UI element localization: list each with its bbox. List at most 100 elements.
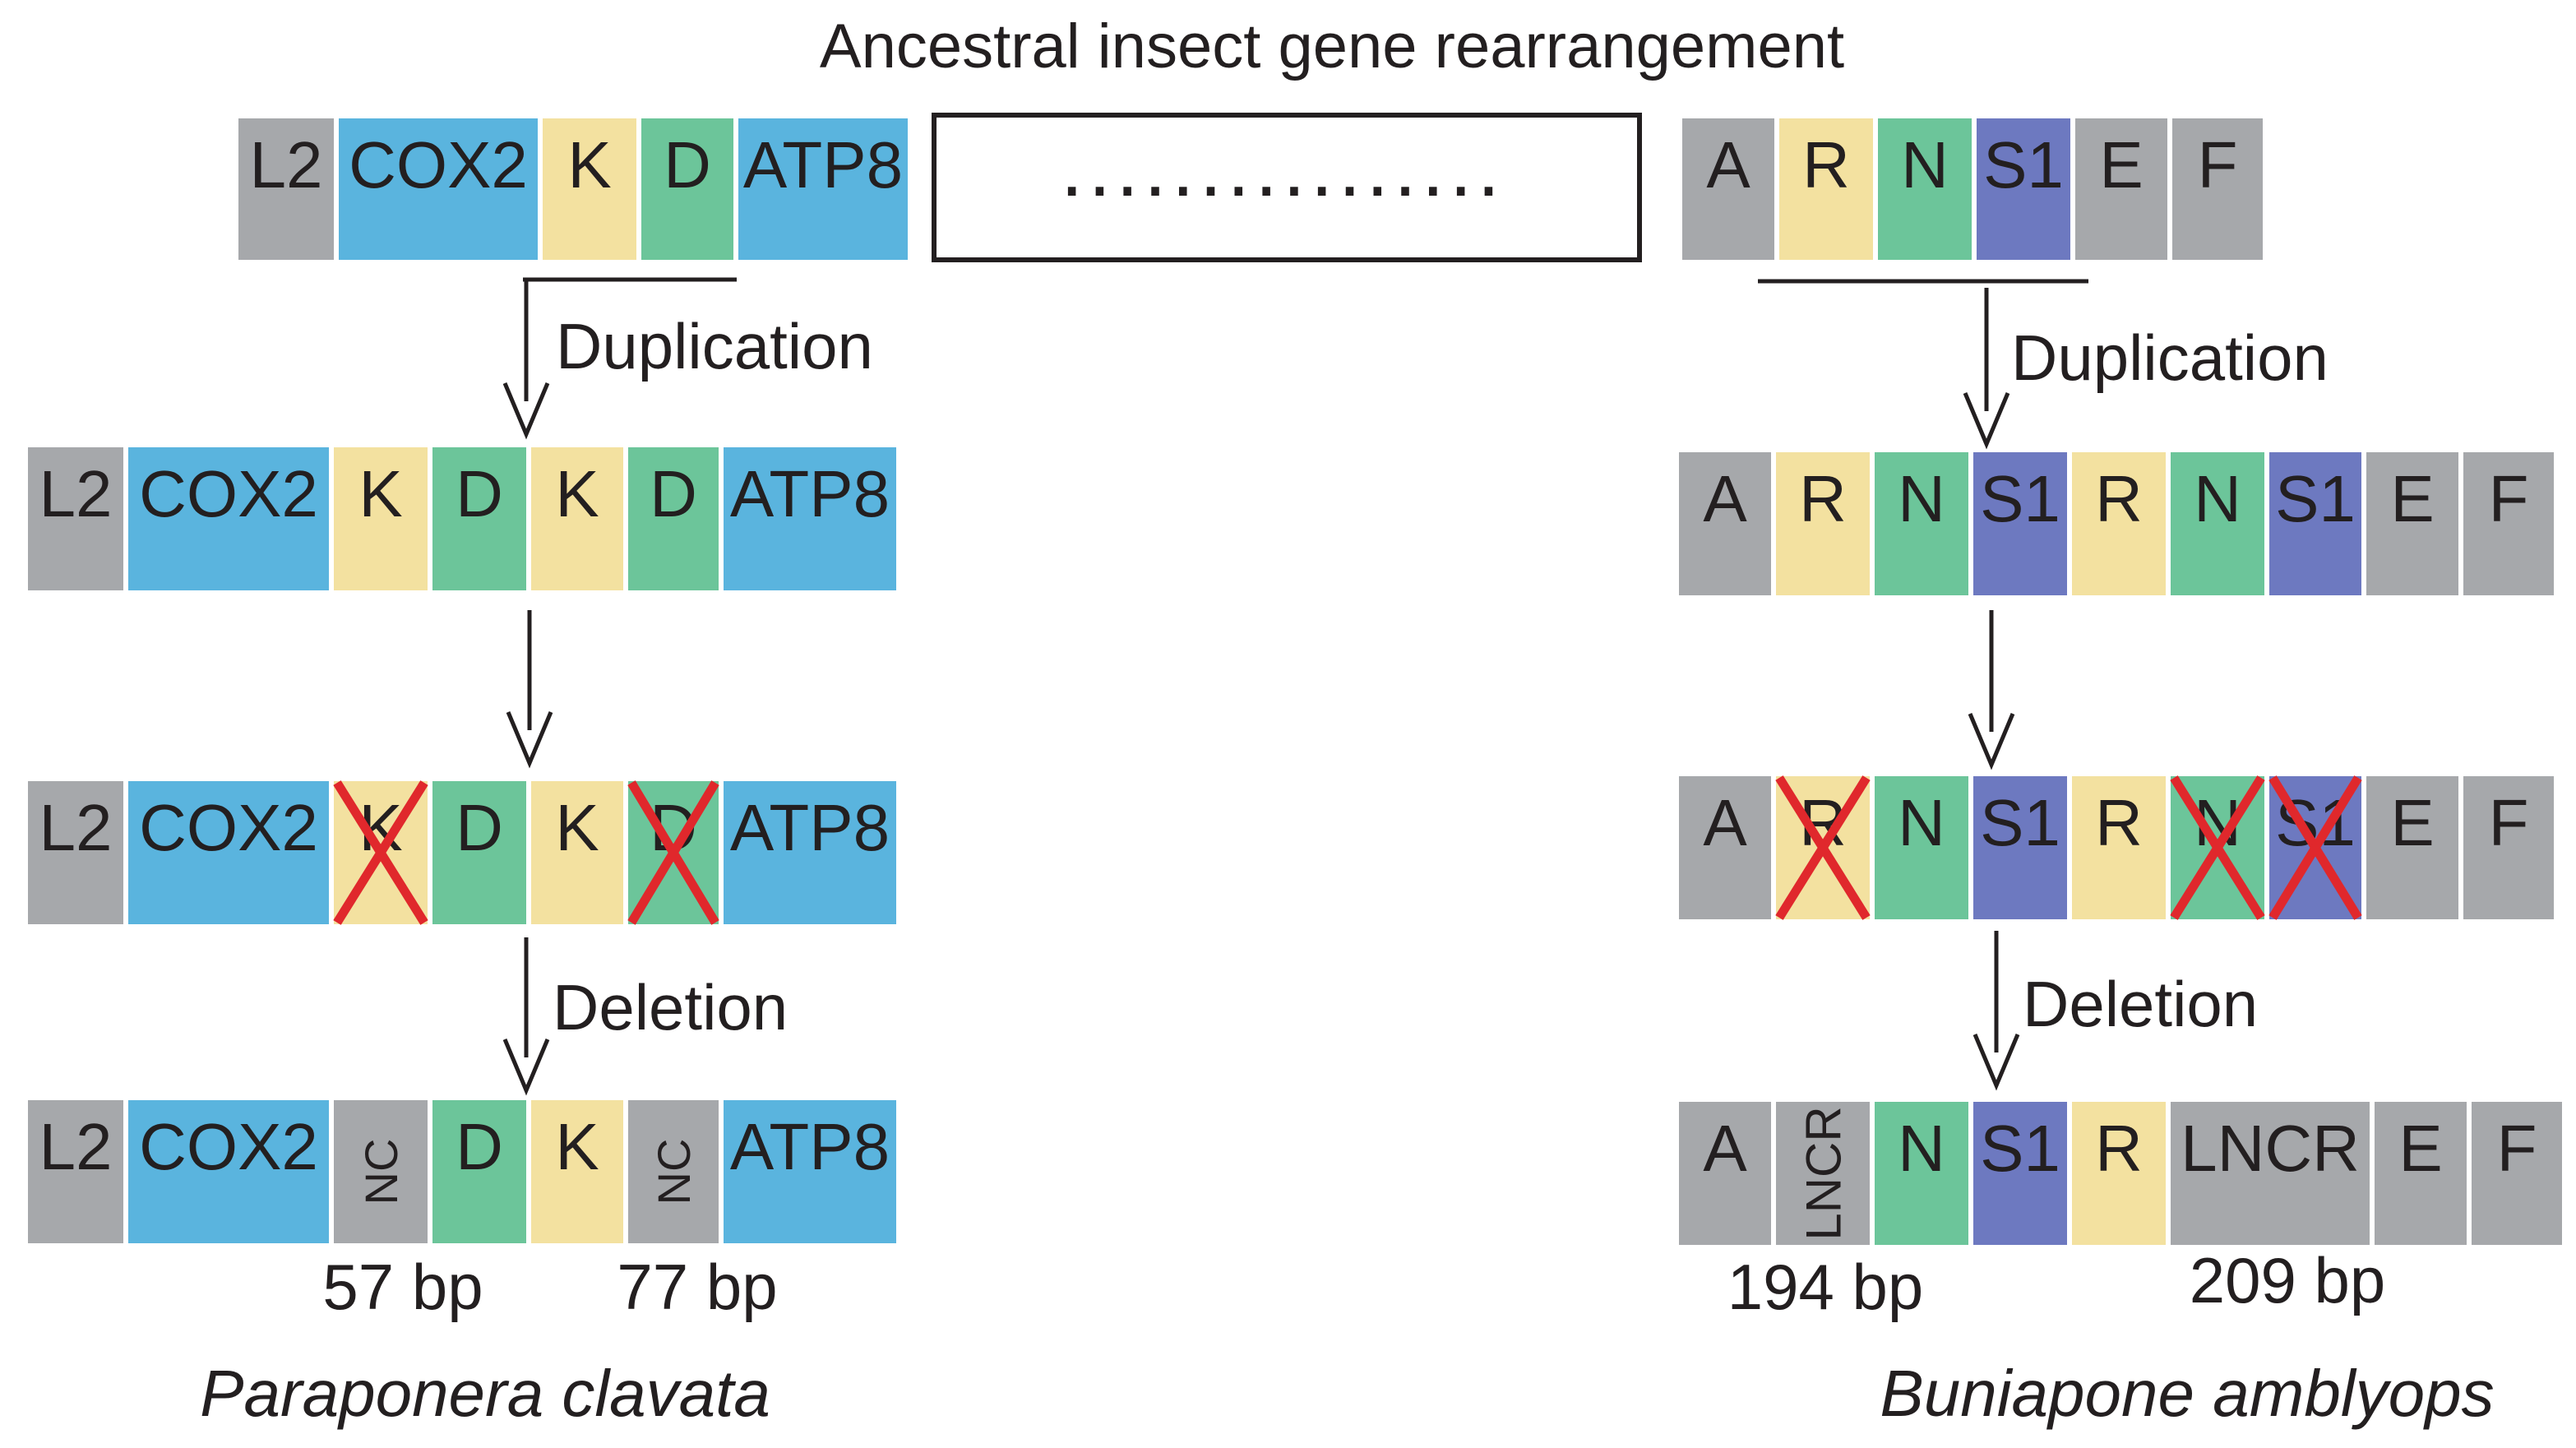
- ancestral-right-gene-label: F: [2198, 128, 2238, 201]
- right-row1-gene-label: N: [1898, 462, 1945, 535]
- left-row2-gene-cox2: COX2: [128, 781, 329, 924]
- left-row1-gene-l2: L2: [28, 447, 123, 590]
- right-row1-gene-s1: S1: [1973, 452, 2067, 595]
- left-row2-gene-box: [724, 781, 896, 924]
- left-row2-gene-l2: L2: [28, 781, 123, 924]
- left-row2-gene-k: K: [531, 781, 623, 924]
- deletion-cross-icon: [627, 780, 719, 925]
- left-row3-gene-k: K: [531, 1100, 623, 1243]
- right-row3-gene-label: A: [1703, 1112, 1747, 1185]
- right-row2-gene-label: N: [1898, 786, 1945, 859]
- left-row3-gene-box: [432, 1100, 526, 1243]
- left-row3-gene-atp8: ATP8: [724, 1100, 896, 1243]
- left-row2-gene-box: [531, 781, 623, 924]
- right-row1-gene-box: [1776, 452, 1870, 595]
- ancestral-right-gene-box: [2075, 118, 2167, 260]
- left-row3-gene-cox2: COX2: [128, 1100, 329, 1243]
- right-row3-gene-lncr: LNCR: [2171, 1102, 2370, 1245]
- left-row3-gene-nc: NC: [334, 1100, 428, 1243]
- left-species-name: Paraponera clavata: [200, 1357, 770, 1430]
- right-row1-gene-label: S1: [2275, 462, 2356, 535]
- right-row3-gene-box: [2375, 1102, 2467, 1245]
- left-nc2-length: 77 bp: [617, 1251, 777, 1323]
- left-row3-gene-d: D: [432, 1100, 526, 1243]
- right-row1-gene-box: [1679, 452, 1771, 595]
- right-row2-gene-box: [2463, 776, 2554, 919]
- right-row3-gene-label: R: [2095, 1112, 2143, 1185]
- right-row2-gene-label: F: [2489, 786, 2529, 859]
- ancestral-left-gene-label: K: [567, 128, 611, 201]
- left-row1-gene-atp8: ATP8: [724, 447, 896, 590]
- ancestral-right-gene-label: R: [1802, 128, 1850, 201]
- right-row1-gene-box: [2171, 452, 2264, 595]
- right-row2-gene-n: N: [1875, 776, 1968, 919]
- left-row1-gene-label: COX2: [139, 457, 318, 530]
- left-row1-gene-label: K: [358, 457, 402, 530]
- right-row1-gene-box: [2269, 452, 2361, 595]
- left-row2-gene-label: K: [555, 791, 599, 864]
- left-row1-gene-box: [128, 447, 329, 590]
- right-row2-gene-label: A: [1703, 786, 1747, 859]
- ancestral-left-gene-k: K: [543, 118, 636, 260]
- ancestral-left-gene-label: D: [664, 128, 711, 201]
- right-row3-gene-label: E: [2398, 1112, 2442, 1185]
- left-row3-gene-box: [28, 1100, 123, 1243]
- ancestral-left-gene-box: [238, 118, 334, 260]
- ancestral-right-gene-s1: S1: [1977, 118, 2070, 260]
- ancestral-gap-dots: ................: [1061, 122, 1505, 214]
- ancestral-left-gene-box: [339, 118, 538, 260]
- ancestral-right-gene-box: [2172, 118, 2263, 260]
- left-row3-gene-l2: L2: [28, 1100, 123, 1243]
- left-step-deletion: Deletion: [553, 971, 788, 1043]
- ancestral-right-gene-a: A: [1682, 118, 1774, 260]
- right-row1-gene-label: R: [1799, 462, 1847, 535]
- left-row1-gene-label: L2: [39, 457, 113, 530]
- right-row1-gene-f: F: [2463, 452, 2554, 595]
- left-row3-gene-box: [628, 1100, 719, 1243]
- right-row3-gene-box: [1875, 1102, 1968, 1245]
- left-row2-gene-d: D: [432, 781, 526, 924]
- left-row1-gene-box: [628, 447, 719, 590]
- right-row1-gene-label: E: [2390, 462, 2434, 535]
- ancestral-right-gene-e: E: [2075, 118, 2167, 260]
- ancestral-right-gene-label: A: [1706, 128, 1750, 201]
- right-row1-gene-e: E: [2366, 452, 2458, 595]
- right-row1-gene-r: R: [2072, 452, 2166, 595]
- right-row2-gene-box: [2072, 776, 2166, 919]
- left-row3-gene-label: K: [555, 1110, 599, 1183]
- ancestral-left-gene-label: L2: [250, 128, 323, 201]
- ancestral-left-gene-box: [738, 118, 908, 260]
- left-row1-gene-label: ATP8: [730, 457, 890, 530]
- right-row3-gene-label: F: [2497, 1112, 2537, 1185]
- left-row1-gene-cox2: COX2: [128, 447, 329, 590]
- left-row2-gene-box: [128, 781, 329, 924]
- ancestral-right-gene-label: E: [2099, 128, 2143, 201]
- ancestral-right-gene-f: F: [2172, 118, 2263, 260]
- left-row3-gene-label: D: [456, 1110, 503, 1183]
- left-middle-arrow: [506, 610, 553, 769]
- right-row1-gene-n: N: [2171, 452, 2264, 595]
- left-row1-gene-box: [334, 447, 428, 590]
- ancestral-right-gene-r: R: [1779, 118, 1873, 260]
- left-row3-gene-label: ATP8: [730, 1110, 890, 1183]
- right-row2-gene-label: E: [2390, 786, 2434, 859]
- left-row2-gene-k: K: [333, 780, 428, 925]
- right-row2-gene-e: E: [2366, 776, 2458, 919]
- deletion-cross-icon: [1775, 775, 1871, 920]
- left-row2-gene-label: L2: [39, 791, 113, 864]
- right-row3-gene-box: [2072, 1102, 2166, 1245]
- right-row1-gene-box: [2366, 452, 2458, 595]
- right-row1-gene-label: S1: [1980, 462, 2060, 535]
- right-row3-gene-n: N: [1875, 1102, 1968, 1245]
- ancestral-right-gene-box: [1878, 118, 1972, 260]
- right-row2-gene-r: R: [1775, 775, 1871, 920]
- right-row2-gene-s1: S1: [1973, 776, 2067, 919]
- ancestral-right-gene-n: N: [1878, 118, 1972, 260]
- right-row3-gene-label: LNCR: [2181, 1112, 2360, 1185]
- right-row2-gene-n: N: [2170, 775, 2265, 920]
- left-duplication-arrow: [502, 280, 550, 440]
- ancestral-right-gene-box: [1682, 118, 1774, 260]
